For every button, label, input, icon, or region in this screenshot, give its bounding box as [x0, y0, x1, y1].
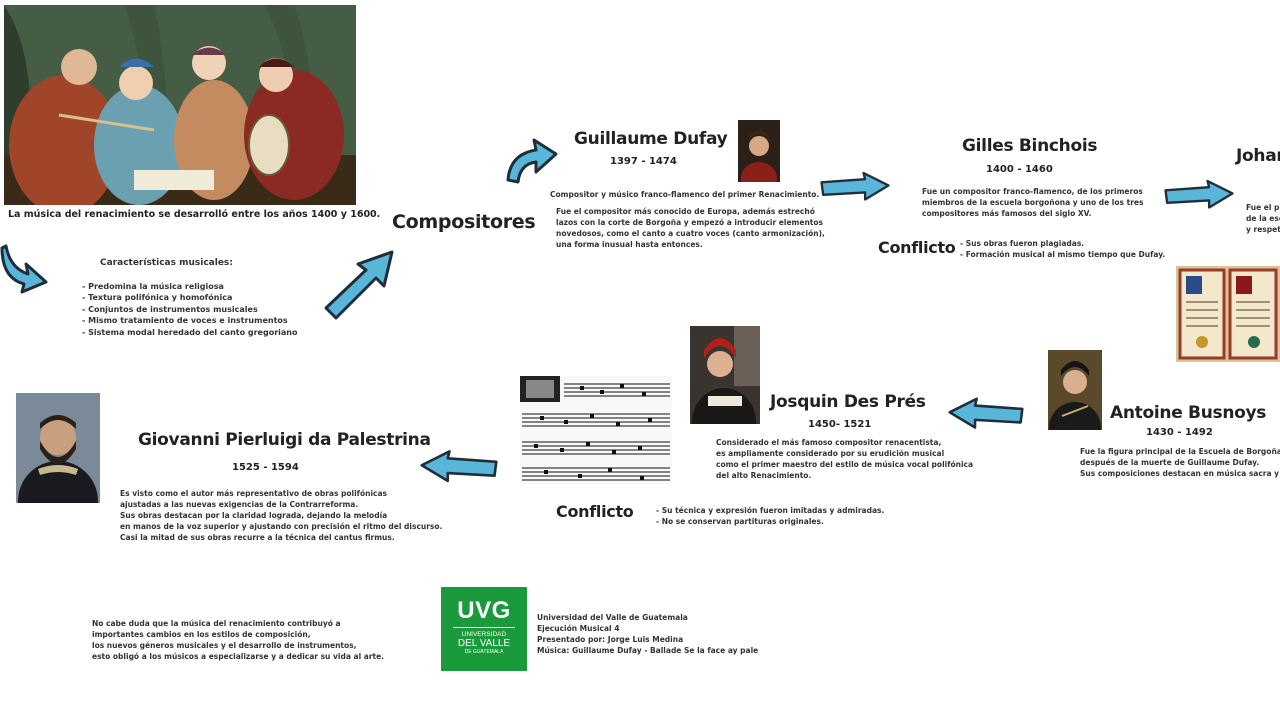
- list-item: - Textura polifónica y homofónica: [82, 292, 342, 304]
- josquin-desc: Considerado el más famoso compositor ren…: [716, 437, 976, 481]
- caracteristicas-list: - Predomina la música religiosa - Textur…: [82, 281, 342, 339]
- josquin-conflicts: - Su técnica y expresión fueron imitadas…: [656, 505, 896, 527]
- palestrina-desc: Es visto como el autor más representativ…: [120, 488, 450, 543]
- uvg-info: Universidad del Valle de Guatemala Ejecu…: [537, 612, 797, 656]
- intro-caption: La música del renacimiento se desarrolló…: [8, 209, 380, 220]
- palestrina-name: Giovanni Pierluigi da Palestrina: [138, 430, 431, 450]
- dufay-line1: Compositor y músico franco-flamenco del …: [550, 189, 819, 200]
- dufay-portrait: [738, 120, 780, 182]
- palestrina-portrait: [16, 393, 100, 503]
- arrow-right-icon: [1164, 178, 1234, 212]
- dufay-name: Guillaume Dufay: [574, 129, 727, 149]
- list-item: - Predomina la música religiosa: [82, 281, 342, 293]
- josquin-conflict-label: Conflicto: [556, 502, 633, 521]
- busnoys-dates: 1430 - 1492: [1146, 427, 1213, 438]
- dufay-desc: Fue el compositor más conocido de Europa…: [556, 206, 826, 250]
- conclusion-text: No cabe duda que la música del renacimie…: [92, 618, 392, 662]
- binchois-conflict-label: Conflicto: [878, 238, 955, 257]
- johannes-name: Johan: [1236, 146, 1280, 166]
- josquin-portrait: [690, 326, 760, 424]
- uvg-logo-text: UVG: [441, 597, 527, 625]
- list-item: - Mismo tratamiento de voces e instrumen…: [82, 315, 342, 327]
- busnoys-name: Antoine Busnoys: [1110, 403, 1266, 423]
- josquin-dates: 1450- 1521: [808, 419, 871, 430]
- caracteristicas-block: Características musicales: - Predomina l…: [82, 258, 342, 338]
- uvg-logo: UVG UNIVERSIDAD DEL VALLE DE GUATEMALA: [441, 587, 527, 671]
- renaissance-musicians-painting: [4, 5, 356, 205]
- list-item: - Sistema modal heredado del canto grego…: [82, 327, 342, 339]
- arrow-left-icon: [948, 396, 1024, 432]
- busnoys-desc: Fue la figura principal de la Escuela de…: [1080, 446, 1280, 479]
- sheet-music-image: [520, 376, 672, 484]
- list-item: - Conjuntos de instrumentos musicales: [82, 304, 342, 316]
- compositores-label: Compositores: [392, 211, 535, 233]
- binchois-dates: 1400 - 1460: [986, 164, 1053, 175]
- arrow-right-icon: [820, 170, 890, 204]
- josquin-name: Josquin Des Prés: [770, 392, 926, 412]
- dufay-dates: 1397 - 1474: [610, 156, 677, 167]
- curved-arrow-down-icon: [0, 238, 50, 296]
- binchois-desc: Fue un compositor franco-flamenco, de lo…: [922, 186, 1162, 219]
- johannes-desc: Fue el p de la esc y respet: [1246, 202, 1280, 235]
- diagonal-arrow-up-right-icon: [320, 248, 396, 322]
- binchois-conflicts: - Sus obras fueron plagiadas. - Formació…: [960, 238, 1180, 260]
- binchois-name: Gilles Binchois: [962, 136, 1097, 156]
- caracteristicas-title: Características musicales:: [100, 258, 342, 270]
- curved-arrow-up-icon: [504, 138, 560, 186]
- arrow-left-icon: [420, 448, 498, 486]
- illuminated-manuscript-image: [1176, 266, 1280, 362]
- busnoys-portrait: [1048, 350, 1102, 430]
- palestrina-dates: 1525 - 1594: [232, 462, 299, 473]
